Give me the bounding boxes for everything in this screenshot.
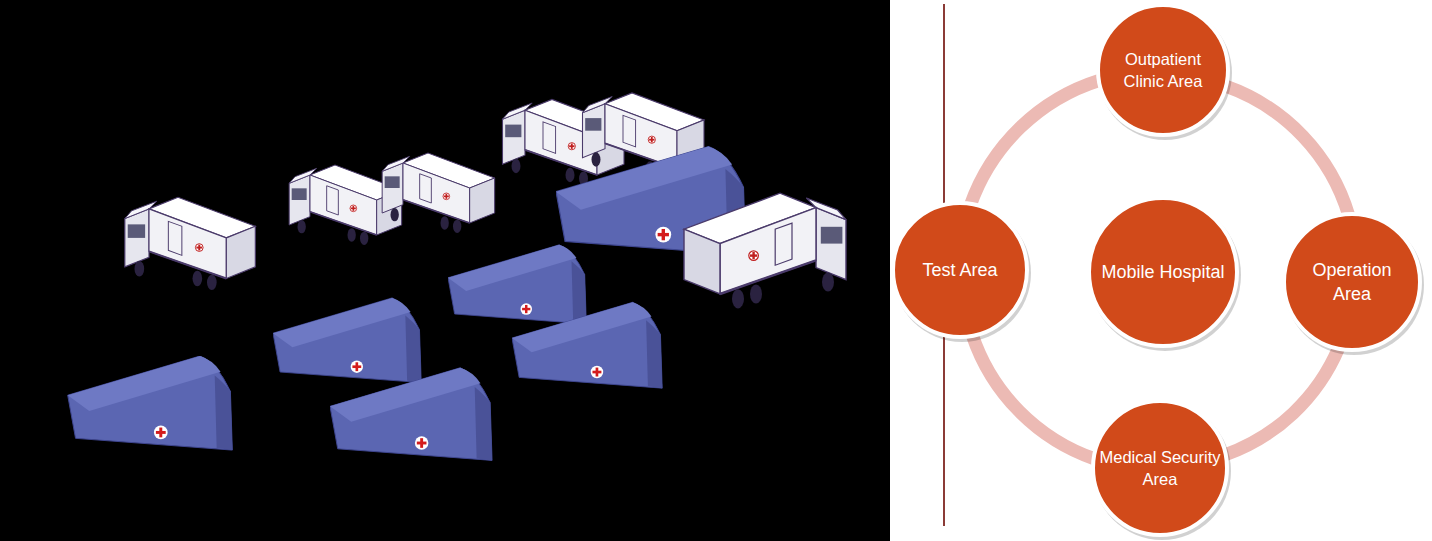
area-label: Mobile Hospital: [1101, 260, 1224, 284]
area-circle: Outpatient Clinic Area: [1096, 3, 1230, 137]
area-label: Outpatient Clinic Area: [1103, 48, 1223, 93]
area-label: Medical Security Area: [1094, 446, 1226, 491]
center-circle: Mobile Hospital: [1087, 196, 1239, 348]
circle-label-group: Mobile Hospital: [1101, 260, 1224, 284]
ring-connector: [972, 335, 1095, 459]
area-label: Operation Area: [1296, 258, 1408, 307]
area-circle: Medical Security Area: [1091, 399, 1229, 537]
circle-shape: [1096, 3, 1230, 137]
circle-label-group: Operation Area: [1296, 258, 1408, 307]
circle-shape: [1091, 399, 1229, 537]
ring-connector: [1226, 86, 1349, 216]
ring-connector: [1225, 347, 1339, 455]
circle-label-group: Medical Security Area: [1094, 446, 1226, 491]
area-label: Test Area: [922, 258, 997, 282]
ring-connector: [970, 80, 1099, 205]
area-circle: Operation Area: [1282, 212, 1422, 352]
circle-label-group: Outpatient Clinic Area: [1103, 48, 1223, 93]
area-circle: Test Area: [891, 201, 1029, 339]
circle-shape: [1282, 212, 1422, 352]
circle-label-group: Test Area: [922, 258, 997, 282]
